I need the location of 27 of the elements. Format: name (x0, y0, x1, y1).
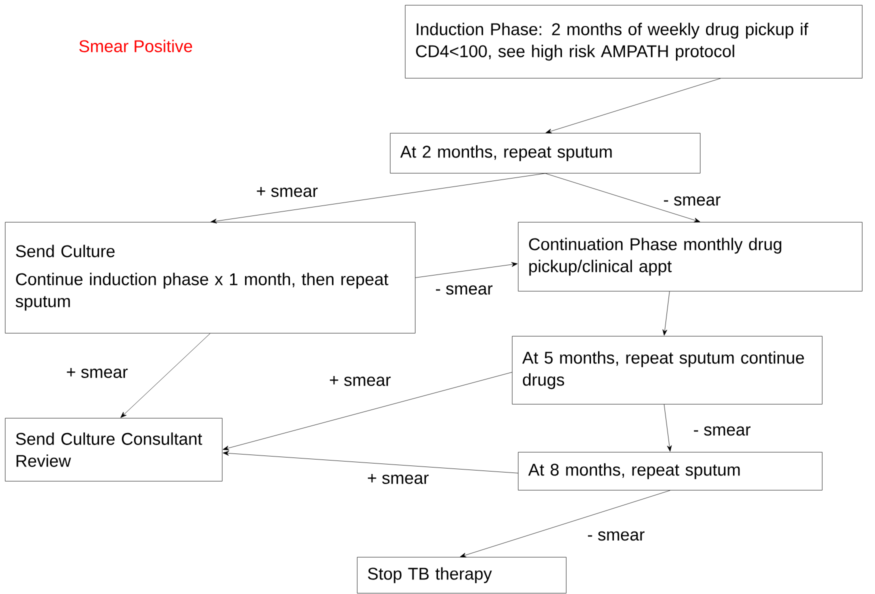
edge-label: + smear (65, 367, 129, 379)
arrow (662, 291, 670, 336)
heading: Smear Positive (79, 40, 192, 52)
edge-label: + smear (328, 375, 392, 387)
arrow (460, 490, 670, 558)
edge-label: + smear (366, 473, 430, 485)
arrow (120, 333, 210, 418)
process-box: Send Culture Consultant Review (5, 418, 222, 482)
arrow (222, 372, 512, 450)
arrow (546, 78, 721, 134)
arrow (210, 173, 546, 224)
edge-label: - smear (662, 195, 722, 207)
process-box: At 5 months, repeat sputum continue drugs (512, 336, 822, 404)
process-box: At 8 months, repeat sputum (518, 452, 822, 490)
process-box: Stop TB therapy (357, 557, 566, 594)
process-box: At 2 months, repeat sputum (390, 133, 700, 174)
edge-label: + smear (255, 186, 319, 198)
arrow (222, 450, 518, 474)
edge-label: - smear (692, 425, 752, 437)
arrow (664, 404, 672, 452)
edge-label: - smear (586, 530, 646, 542)
edge-label: - smear (434, 284, 494, 296)
process-box: Induction Phase: 2 months of weekly drug pickup if CD4<100, see high risk AMPATH protocol (405, 5, 862, 78)
arrow (545, 173, 700, 222)
arrow (415, 262, 518, 278)
process-box: Continuation Phase monthly drug pickup/clinical appt (518, 222, 862, 292)
process-box: Send Culture Continue induction phase x 1 month, then repeat sputum (5, 222, 416, 334)
